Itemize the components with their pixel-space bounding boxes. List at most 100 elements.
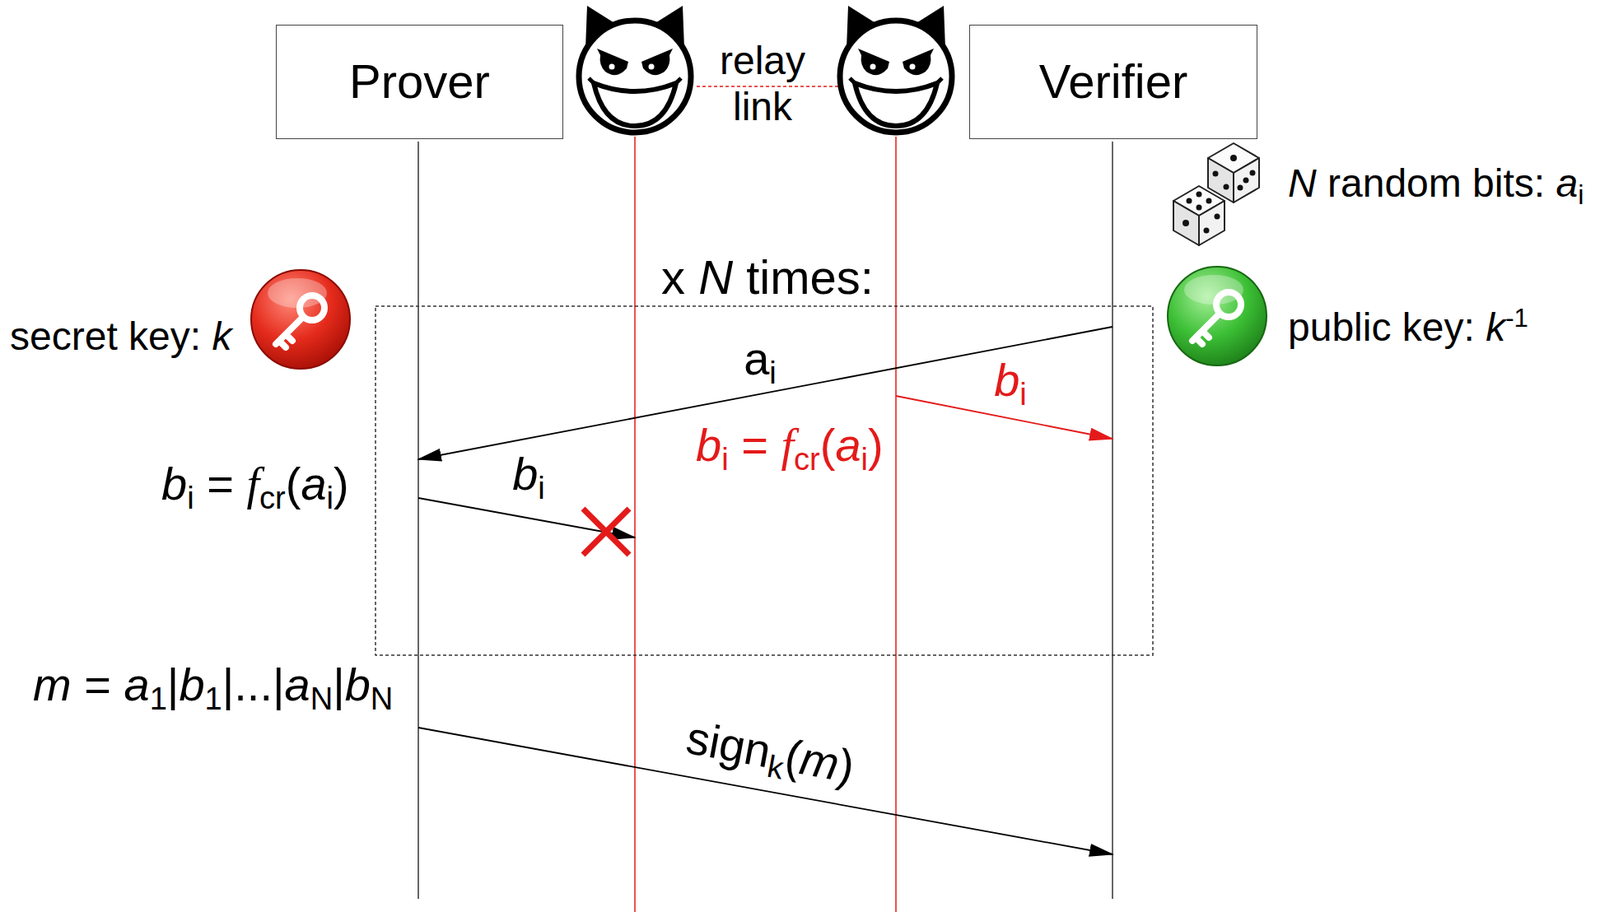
- text-run: i: [1577, 179, 1584, 210]
- text-run: N: [1287, 161, 1317, 206]
- note-text: N random bits: ai: [1287, 160, 1584, 211]
- public-key-icon: [1167, 266, 1267, 366]
- pip: [1203, 228, 1210, 234]
- text-run: f: [780, 419, 794, 472]
- pip: [1212, 171, 1219, 178]
- text-run: b: [161, 457, 187, 510]
- cheek: [588, 78, 682, 87]
- loop-label: x N times:: [661, 250, 874, 306]
- eye-glint: [870, 64, 877, 70]
- text-run: i: [721, 442, 728, 477]
- participant-box: Verifier: [969, 24, 1258, 140]
- text-run: |: [167, 658, 180, 711]
- pip: [1182, 219, 1190, 227]
- text-run: a: [834, 419, 861, 472]
- grin: [593, 83, 677, 126]
- text-run: ): [333, 457, 350, 510]
- text-run: ): [867, 419, 884, 472]
- dice-icon: [1173, 143, 1260, 246]
- text-run: =: [194, 457, 248, 510]
- pip: [1196, 205, 1203, 211]
- pip: [1186, 198, 1193, 205]
- text-run: a: [743, 332, 770, 385]
- text-run: |...|: [222, 658, 285, 711]
- key-badge: [1167, 266, 1267, 366]
- verifier-lifeline: [1111, 141, 1114, 900]
- die-face: [1173, 200, 1199, 246]
- text-run: =: [728, 419, 782, 472]
- text-run: b: [345, 658, 371, 711]
- grin: [854, 83, 938, 126]
- text-run: f: [246, 458, 260, 510]
- die-pips: [1182, 154, 1256, 234]
- eye-glint: [609, 64, 616, 70]
- text-run: i: [186, 480, 194, 516]
- text-run: =: [71, 658, 125, 711]
- text-run: k: [1485, 305, 1506, 350]
- text-run: i: [537, 471, 545, 506]
- die-face: [1233, 158, 1260, 203]
- message-label: ai: [743, 332, 777, 392]
- secret-key-icon: [251, 270, 350, 369]
- text-run: b: [178, 658, 205, 711]
- text-run: k: [211, 314, 232, 359]
- text-run: i: [861, 442, 868, 477]
- text-run: N: [310, 681, 334, 717]
- cheek: [849, 78, 943, 87]
- pip: [1196, 191, 1203, 198]
- text-run: secret key:: [9, 314, 212, 359]
- face-outline: [839, 20, 952, 133]
- text-run: (: [285, 457, 302, 510]
- attacker-lifeline: [895, 136, 897, 912]
- formula-text: bi = fcr(ai): [161, 457, 350, 517]
- text-run: 1: [205, 681, 223, 717]
- eye: [597, 48, 629, 75]
- key-shaft: [275, 317, 304, 348]
- pip: [1237, 185, 1244, 192]
- text-run: a: [123, 658, 150, 711]
- text-run: cr: [259, 480, 286, 516]
- participant-box: Prover: [275, 24, 564, 140]
- prover-lifeline: [417, 141, 420, 900]
- text-run: i: [769, 355, 776, 391]
- text-run: b: [512, 447, 538, 500]
- pip: [1230, 154, 1237, 162]
- pip: [1206, 198, 1213, 205]
- attacker-face: [578, 5, 691, 133]
- cross-stroke: [583, 508, 630, 556]
- key-label: public key: k-1: [1287, 303, 1529, 350]
- formula-text: bi = fcr(ai): [695, 419, 884, 478]
- text-run: i: [326, 480, 334, 516]
- text-run: sign: [682, 711, 775, 779]
- pip: [1243, 177, 1250, 184]
- relay-link-label: relay link: [700, 37, 825, 131]
- loop-frame: [375, 306, 1153, 656]
- attacker-lifeline: [634, 136, 636, 912]
- text-run: a: [284, 658, 311, 711]
- text-run: cr: [793, 442, 821, 477]
- text-run: N: [370, 681, 394, 717]
- attacker-face: [839, 5, 952, 133]
- text-run: public key:: [1287, 305, 1486, 350]
- text-run: i: [1019, 377, 1027, 412]
- box-title: Verifier: [1039, 54, 1189, 110]
- text-run: m: [32, 658, 72, 711]
- message-label: bi: [512, 447, 546, 507]
- text-run: |: [332, 658, 346, 711]
- eye: [858, 48, 890, 75]
- key-label: secret key: k: [9, 313, 232, 360]
- box-title: Prover: [349, 54, 490, 110]
- eye: [641, 48, 673, 75]
- cross-stroke: [583, 508, 630, 556]
- text-run: 1: [149, 681, 168, 717]
- text-run: b: [695, 419, 722, 472]
- text-run: x: [661, 250, 699, 304]
- blocked-cross: [583, 508, 630, 556]
- pip: [1250, 170, 1256, 177]
- text-run: random bits:: [1316, 161, 1557, 206]
- die-face: [1198, 200, 1225, 246]
- text-run: N: [698, 250, 733, 304]
- text-run: a: [300, 457, 327, 510]
- eye-glint: [909, 64, 916, 70]
